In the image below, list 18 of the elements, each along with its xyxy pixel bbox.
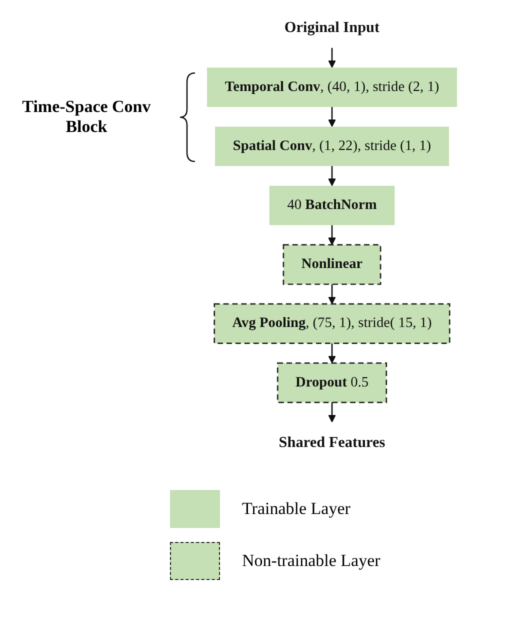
legend-label: Non-trainable Layer <box>242 551 380 571</box>
arrow <box>328 166 336 186</box>
node-text: Original Input <box>284 18 380 36</box>
group-label: Time-Space Conv Block <box>21 97 152 136</box>
arrow <box>328 48 336 68</box>
legend-label: Trainable Layer <box>242 499 350 519</box>
node-box: 40 BatchNorm <box>269 186 395 226</box>
node-text: Shared Features <box>278 434 386 451</box>
arrow <box>328 225 336 246</box>
node-box: Spatial Conv, (1, 22), stride (1, 1) <box>215 126 449 166</box>
arrow <box>328 106 336 128</box>
node-box: Temporal Conv, (40, 1), stride (2, 1) <box>206 68 458 107</box>
node-box: Nonlinear <box>282 244 382 285</box>
arrow <box>328 343 336 364</box>
arrow <box>328 402 336 422</box>
node-box: Avg Pooling, (75, 1), stride( 15, 1) <box>214 303 450 344</box>
node-box: Dropout 0.5 <box>276 362 388 404</box>
arrow <box>328 284 336 304</box>
